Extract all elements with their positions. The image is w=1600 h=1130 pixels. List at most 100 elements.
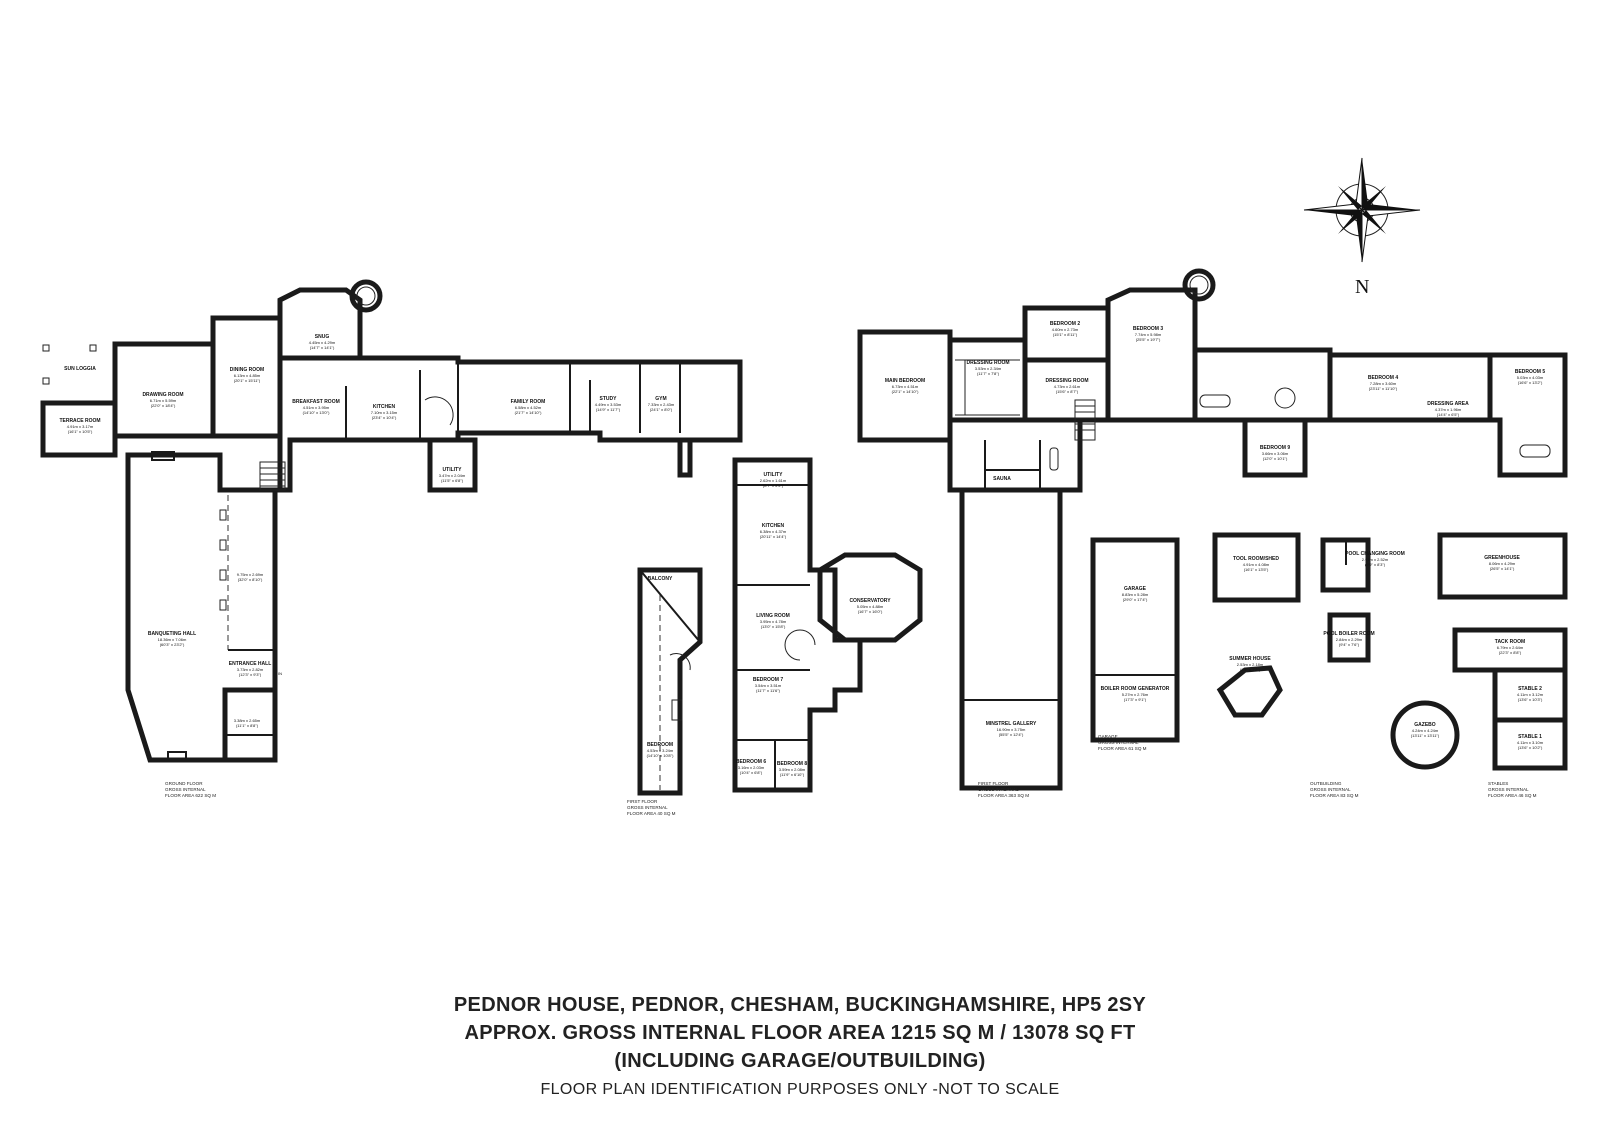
room-dimension-label: 4.51m x 3.95m [303,405,330,410]
room-dimension-label: (17'3" x 9'1") [1124,697,1147,702]
room-name-label: SAUNA [993,476,1011,482]
room-dimension-label: (14'10" x 10'8") [647,753,674,758]
room-name-label: BEDROOM 4 [1368,375,1399,381]
floor-area-label: STABLES [1488,781,1508,786]
room-dimension-label: (14'10" x 13'0") [303,410,330,415]
floor-area-title: APPROX. GROSS INTERNAL FLOOR AREA 1215 S… [464,1022,1136,1044]
room-name-label: TERRACE ROOM [59,418,100,424]
room-name-label: SUMMER HOUSE [1229,656,1271,662]
property-title: PEDNOR HOUSE, PEDNOR, CHESHAM, BUCKINGHA… [453,994,1147,1016]
floor-area-label: FLOOR AREA 622 SQ M [165,793,216,798]
room-dimension-label: (14'7" x 14'1") [310,345,335,350]
room-dimension-label: 6.79m x 2.64m [1497,645,1524,650]
room-dimension-label: (29'0" x 17'4") [1123,597,1148,602]
room-dimension-label: 2.84m x 2.29m [1336,637,1363,642]
room-dimension-label: 2.53m x 2.18m [1237,662,1264,667]
room-name-label: BEDROOM 2 [1050,321,1081,327]
room-dimension-label: 4.91m x 3.17m [67,424,94,429]
room-name-label: BANQUETING HALL [148,631,196,637]
room-dimension-label: (13'11" x 13'11") [1411,733,1440,738]
room-dimension-label: 7.74m x 5.98m [1135,332,1162,337]
room-name-label: ENTRANCE HALL [229,661,272,667]
room-dimension-label: 5.03m x 4.03m [1517,375,1544,380]
floor-area-label: OUTBUILDING [1310,781,1342,786]
room-name-label: TOOL ROOM/SHED [1233,556,1279,562]
room-name-label: DRESSING AREA [1427,401,1469,407]
room-dimension-label: (10'4" x 6'8") [740,770,763,775]
room-name-label: MAIN BEDROOM [885,378,925,384]
room-dimension-label: 4.91m x 4.08m [1243,562,1270,567]
room-name-label: UTILITY [443,467,463,473]
room-dimension-label: (15'1" x 8'11") [1053,332,1078,337]
room-name-label: DINING ROOM [230,367,264,373]
room-dimension-label: 6.38m x 4.37m [760,529,787,534]
room-name-label: KITCHEN [762,523,785,529]
room-name-label: BEDROOM 9 [1260,445,1291,451]
room-name-label: GARAGE [1124,586,1147,592]
room-dimension-label: (11'7" x 7'8") [977,371,1000,376]
floor-area-label: GROSS INTERNAL [1310,787,1351,792]
room-dimension-label: (20'11" x 14'4") [760,534,787,539]
room-name-label: UTILITY [764,472,784,478]
room-dimension-label: 5.05m x 4.88m [857,604,884,609]
room-name-label: DRESSING ROOM [966,360,1009,366]
room-dimension-label: 2.62m x 1.61m [760,478,787,483]
room-name-label: GAZEBO [1414,722,1436,728]
floor-area-label: GROSS INTERNAL [165,787,206,792]
floor-area-label: FLOOR AREA 40 SQ M [627,811,676,816]
compass-north-label: N [1355,276,1369,298]
room-dimension-label: 3.73m x 2.82m [237,667,264,672]
room-name-label: BEDROOM 7 [753,677,784,683]
room-dimension-label: 2.97m x 2.52m [1362,557,1389,562]
floor-area-label: FIRST FLOOR [627,799,658,804]
room-dimension-label: 7.10m x 3.15m [371,410,398,415]
room-dimension-label: (15'6" x 8'7") [1056,389,1079,394]
room-name-label: TACK ROOM [1495,639,1525,645]
room-dimension-label: (20'1" x 15'11") [234,378,261,383]
room-dimension-label: 5.27m x 2.76m [1122,692,1149,697]
room-dimension-label: 3.53m x 2.34m [975,366,1002,371]
room-dimension-label: (23'11" x 11'10") [1369,386,1398,391]
room-dimension-label: 4.37m x 1.96m [1435,407,1462,412]
room-dimension-label: 3.47m x 2.04m [439,473,466,478]
entrance-label: IN [278,671,282,676]
room-dimension-label: (9'4" x 7'6") [1339,642,1360,647]
room-name-label: SNUG [315,334,330,340]
floor-area-label: FLOOR AREA 83 SQ M [1310,793,1359,798]
room-dimension-label: 6.58m x 4.52m [515,405,542,410]
floor-area-label: GARAGE [1098,734,1118,739]
room-dimension-label: 4.45m x 4.29m [309,340,336,345]
room-dimension-label: (22'0" x 18'4") [151,403,176,408]
room-dimension-label: (11'9" x 6'10") [780,772,805,777]
room-name-label: STABLE 1 [1518,734,1542,740]
room-dimension-label: 4.11m x 3.12m [1517,692,1544,697]
room-name-label: SUN LOGGIA [64,366,96,372]
room-dimension-label: 4.24m x 4.24m [1412,728,1439,733]
floor-area-label: GROSS INTERNAL [1488,787,1529,792]
room-dimension-label: 3.59m x 2.08m [779,767,806,772]
ground-floor-plan [40,279,743,763]
room-dimension-label: 9.75m x 2.69m [237,572,264,577]
floor-area-label: FLOOR AREA 61 SQ M [1098,746,1147,751]
room-dimension-label: (13'0" x 15'8") [761,624,786,629]
room-name-label: POOL BOILER ROOM [1323,631,1374,637]
room-dimension-label: 4.49m x 3.53m [595,402,622,407]
room-dimension-label: (22'1" x 14'10") [892,389,919,394]
room-name-label: POOL CHANGING ROOM [1345,551,1405,557]
floor-area-label: FLOOR AREA 46 SQ M [1488,793,1537,798]
room-dimension-label: (60'3" x 23'2") [160,642,185,647]
room-name-label: BEDROOM 8 [777,761,808,767]
room-dimension-label: 4.11m x 3.10m [1517,740,1544,745]
room-dimension-label: (16'1" x 10'5") [68,429,93,434]
room-dimension-label: (22'3" x 8'8") [1499,650,1522,655]
cottage-ground-plan [732,457,923,793]
room-dimension-label: (55'5" x 12'4") [999,732,1024,737]
room-dimension-label: 8.06m x 4.29m [1489,561,1516,566]
first-floor-plan [857,268,1568,791]
room-name-label: BREAKFAST ROOM [292,399,340,405]
room-name-label: BEDROOM 3 [1133,326,1164,332]
room-dimension-label: (23'4" x 10'4") [372,415,397,420]
room-dimension-label: 3.66m x 3.06m [1262,451,1289,456]
